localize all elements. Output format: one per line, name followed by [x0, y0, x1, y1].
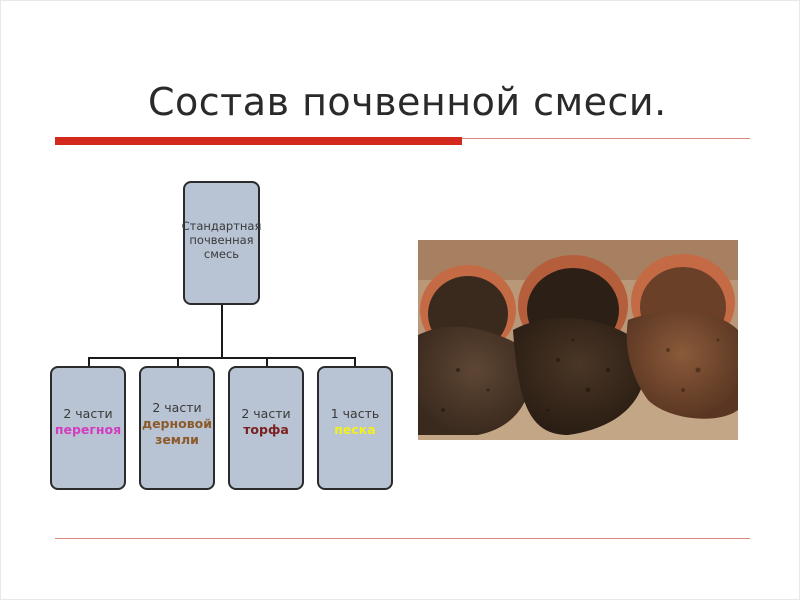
root-line-2: почвенная	[189, 233, 254, 247]
slide-title: Состав почвенной смеси.	[148, 80, 667, 124]
child-ingredient-4: песка	[334, 422, 376, 437]
child-node-peat: 2 части торфа	[228, 366, 304, 490]
soil-pots-photo	[418, 240, 738, 440]
title-underline-accent	[55, 137, 462, 145]
child-parts-4: 1 часть	[330, 406, 380, 421]
connector-drop-4	[354, 357, 356, 367]
root-line-3: смесь	[203, 247, 240, 261]
child-node-humus: 2 части перегноя	[50, 366, 126, 490]
child-ingredient-2b: земли	[155, 432, 199, 447]
connector-drop-2	[177, 357, 179, 367]
child-ingredient-2a: дерновой	[141, 416, 212, 431]
soil-pots-illustration	[418, 240, 738, 440]
root-node: Стандартная почвенная смесь	[181, 181, 262, 305]
child-parts-1: 2 части	[63, 406, 113, 421]
child-node-sand: 1 часть песка	[317, 366, 393, 490]
child-ingredient-1: перегноя	[54, 422, 122, 437]
child-ingredient-3: торфа	[243, 422, 289, 437]
root-line-1: Стандартная	[181, 219, 262, 233]
bottom-rule	[55, 538, 750, 539]
connector-drop-3	[266, 357, 268, 367]
child-node-sod-soil: 2 части дерновой земли	[139, 366, 215, 490]
connector-root-stem	[221, 305, 223, 358]
connector-drop-1	[88, 357, 90, 367]
connector-horizontal	[88, 357, 356, 359]
child-parts-2: 2 части	[152, 400, 202, 415]
child-parts-3: 2 части	[241, 406, 291, 421]
